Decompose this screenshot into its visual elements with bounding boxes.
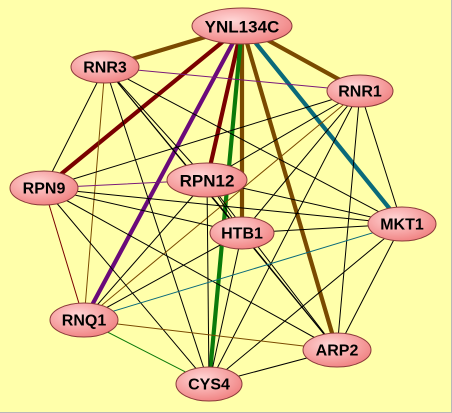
edge-rnr3-cys4 (104, 66, 210, 385)
node-label: CYS4 (188, 377, 230, 394)
node-label: MKT1 (380, 217, 424, 234)
edge-rpn9-htb1 (43, 187, 243, 234)
edges-layer (41, 23, 405, 387)
node-ellipse (367, 206, 437, 242)
edge-htb1-rnq1 (83, 232, 243, 321)
node-ellipse (326, 74, 394, 108)
node-ynl134c[interactable]: YNL134C (191, 7, 293, 45)
edge-mkt1-arp2 (336, 223, 403, 351)
edge-ynl134c-arp2 (239, 23, 340, 353)
edge-rpn12-arp2 (206, 179, 338, 351)
edge-rpn9-rnq1 (43, 187, 85, 321)
node-label: RNR1 (338, 84, 382, 101)
node-rpn9[interactable]: RPN9 (9, 170, 79, 206)
node-ellipse (209, 216, 275, 250)
edge-rnr3-rpn12 (104, 66, 208, 181)
edge-mkt1-cys4 (208, 223, 403, 385)
edge-rpn9-mkt1 (43, 187, 403, 225)
node-ellipse (175, 366, 243, 402)
edge-rnr1-arp2 (336, 90, 361, 351)
node-label: HTB1 (221, 226, 263, 243)
edge-htb1-arp2 (241, 232, 338, 351)
node-arp2[interactable]: ARP2 (302, 332, 372, 368)
node-rnq1[interactable]: RNQ1 (49, 302, 119, 338)
node-label: RPN12 (180, 172, 235, 191)
edge-rpn9-cys4 (43, 187, 210, 385)
node-label: RNR3 (83, 60, 127, 77)
node-label: RNQ1 (62, 313, 107, 330)
node-cys4[interactable]: CYS4 (175, 366, 243, 402)
node-ellipse (191, 7, 293, 45)
edge-rnr1-htb1 (241, 90, 361, 234)
edge-mkt1-rnq1 (83, 223, 403, 321)
edge-rnr1-rpn9 (43, 90, 361, 189)
edge-ynl134c-rnq1 (81, 23, 245, 323)
edge-rnr1-mkt1 (359, 90, 403, 225)
node-label: RPN9 (23, 181, 66, 198)
edge-rpn12-cys4 (206, 179, 210, 385)
edge-rnr3-rnr1 (104, 66, 361, 92)
edge-rpn9-arp2 (43, 187, 338, 351)
edge-rpn12-rnq1 (83, 179, 208, 321)
node-ellipse (302, 332, 372, 368)
edge-rnr1-rpn12 (206, 90, 361, 181)
node-htb1[interactable]: HTB1 (209, 216, 275, 250)
edge-htb1-cys4 (208, 232, 243, 385)
node-rnr3[interactable]: RNR3 (70, 50, 140, 84)
edge-rnq1-arp2 (83, 319, 338, 351)
node-rnr1[interactable]: RNR1 (326, 74, 394, 108)
node-label: ARP2 (316, 343, 359, 360)
edge-rnr3-mkt1 (104, 66, 403, 225)
edge-rnr1-cys4 (208, 90, 361, 385)
edge-ynl134c-rpn9 (41, 23, 245, 191)
node-ellipse (9, 170, 79, 206)
node-ellipse (49, 302, 119, 338)
node-mkt1[interactable]: MKT1 (367, 206, 437, 242)
node-label: YNL134C (205, 18, 280, 37)
edge-ynl134c-rpn12 (204, 23, 245, 183)
edge-ynl134c-mkt1 (239, 23, 405, 227)
node-ellipse (166, 162, 248, 198)
node-rpn12[interactable]: RPN12 (166, 162, 248, 198)
edge-rnr3-rpn9 (43, 66, 106, 189)
node-ellipse (70, 50, 140, 84)
